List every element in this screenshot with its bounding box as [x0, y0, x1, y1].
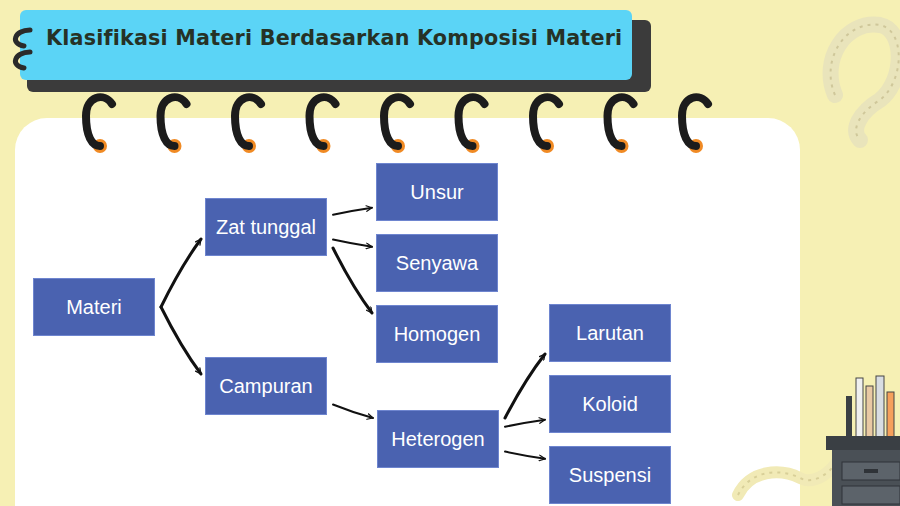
tape-decoration — [831, 25, 899, 140]
connector-arrow — [505, 452, 545, 459]
node-label: Zat tunggal — [216, 216, 316, 239]
spiral-ring — [608, 97, 634, 146]
desk-organizer — [826, 376, 900, 506]
node-label: Koloid — [582, 393, 638, 416]
node-label: Larutan — [576, 322, 644, 345]
tape-worm — [738, 455, 840, 495]
connector-arrow — [505, 420, 545, 427]
node-label: Suspensi — [569, 464, 651, 487]
node-label: Materi — [66, 296, 122, 319]
connector-arrow — [333, 405, 373, 418]
connector-arrow — [333, 240, 372, 247]
process-box: Zat tunggal — [205, 198, 327, 256]
spiral-ring — [533, 97, 559, 146]
spiral-ring — [384, 97, 410, 146]
process-box: Larutan — [549, 304, 671, 362]
connector-arrow — [161, 239, 201, 307]
process-box: Unsur — [376, 163, 498, 221]
spiral-ring — [235, 97, 261, 146]
spiral-ring — [86, 97, 112, 146]
banner-hooks — [15, 30, 30, 68]
title: Klasifikasi Materi Berdasarkan Komposisi… — [46, 26, 622, 50]
process-box: Materi — [33, 278, 155, 336]
connector-arrow — [333, 208, 372, 215]
process-box: Senyawa — [376, 234, 498, 292]
node-label: Campuran — [219, 375, 312, 398]
spiral-ring — [310, 97, 336, 146]
process-box: Campuran — [205, 357, 327, 415]
node-label: Senyawa — [396, 252, 478, 275]
process-box: Koloid — [549, 375, 671, 433]
spiral-rings — [86, 97, 708, 153]
process-box: Heterogen — [377, 410, 499, 468]
process-box: Homogen — [376, 305, 498, 363]
spiral-ring — [459, 97, 485, 146]
notebook-page — [15, 118, 800, 506]
connector-arrow — [161, 307, 201, 374]
title-banner — [20, 10, 632, 80]
node-label: Unsur — [410, 181, 463, 204]
connector-arrow — [505, 354, 545, 418]
spiral-ring — [682, 97, 708, 146]
node-label: Homogen — [394, 323, 481, 346]
spiral-ring — [161, 97, 187, 146]
node-label: Heterogen — [391, 428, 484, 451]
connector-arrow — [333, 248, 372, 313]
process-box: Suspensi — [549, 446, 671, 504]
